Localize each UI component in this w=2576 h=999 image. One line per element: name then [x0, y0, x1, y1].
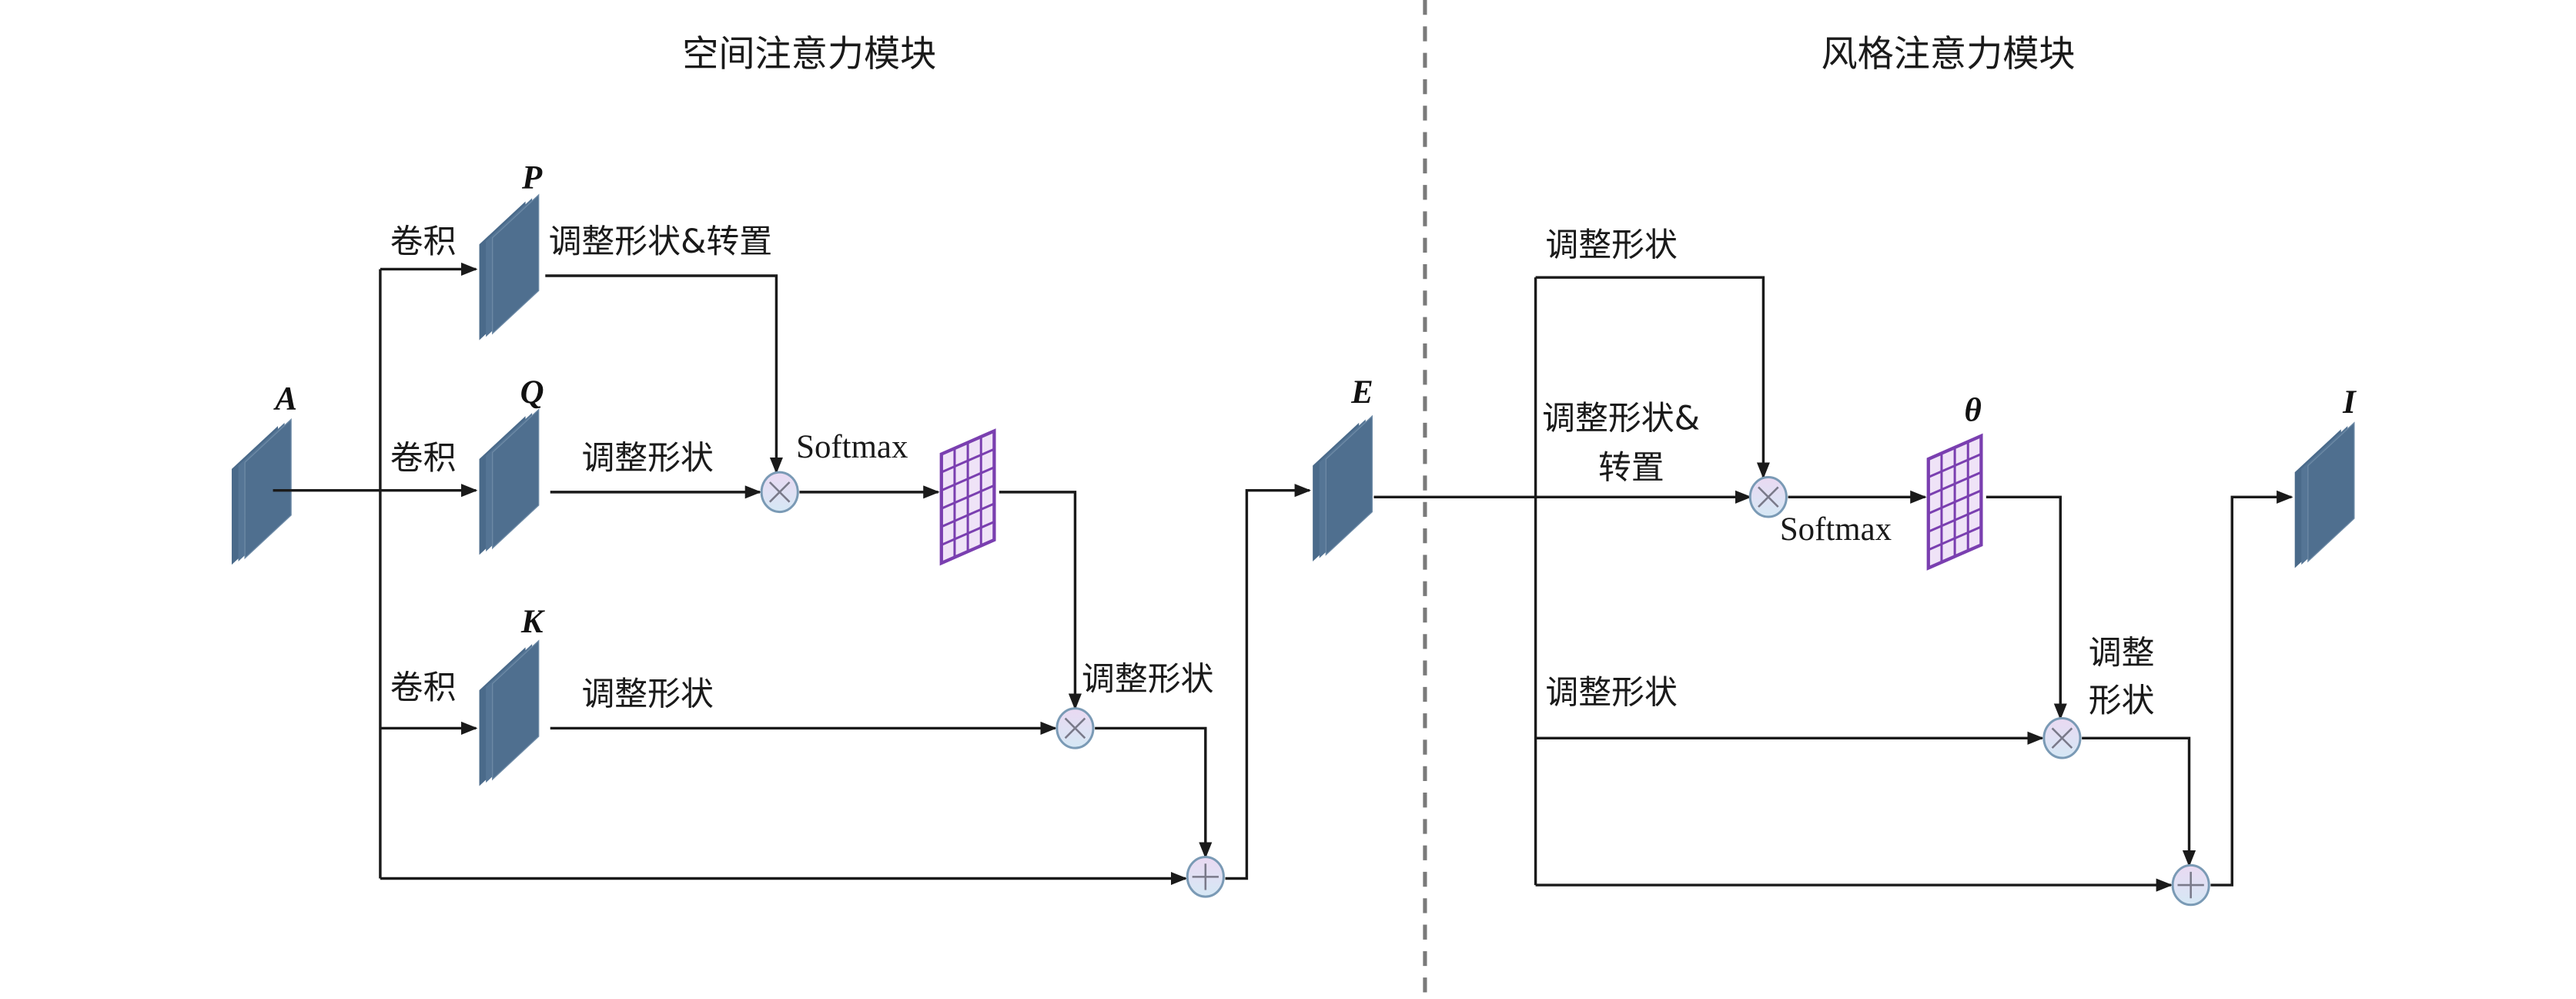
- multiply-operator-4: [2042, 717, 2082, 759]
- reshape-transpose-label-style-1: 调整形状&: [1542, 399, 1700, 437]
- tensor-i-feature-map: [2294, 422, 2355, 569]
- add-operator-spatial: [1186, 856, 1225, 898]
- tensor-p-label: P: [521, 159, 543, 196]
- edge-e-reshape-to-mult3: [1535, 276, 1770, 479]
- softmax-label-spatial: Softmax: [796, 429, 908, 465]
- reshape-q-label: 调整形状: [581, 439, 713, 478]
- edge-add-to-e: [1225, 484, 1312, 880]
- reshape-k-label: 调整形状: [581, 675, 713, 713]
- reshape-transpose-p-label: 调整形状&转置: [549, 223, 773, 261]
- edge-add-to-i: [2210, 490, 2293, 887]
- style-attention-map: [1929, 436, 1982, 568]
- tensor-e-label: E: [1350, 374, 1373, 411]
- spatial-attention-map: [942, 431, 995, 564]
- tensor-k-feature-map: [478, 640, 540, 787]
- edge-attention-to-mult2: [999, 491, 1082, 710]
- conv-p-label: 卷积: [390, 223, 457, 261]
- softmax-label-style: Softmax: [1780, 511, 1892, 548]
- edge-mult4-to-add: [2082, 736, 2196, 867]
- reshape-top-label-style: 调整形状: [1545, 226, 1677, 264]
- multiply-operator-2: [1055, 707, 1095, 749]
- edge-p-to-mult1: [545, 274, 783, 474]
- reshape-out-label-spatial: 调整形状: [1082, 660, 1213, 699]
- tensor-q-feature-map: [478, 409, 540, 555]
- tensor-a-feature-map: [231, 418, 292, 565]
- spatial-module-title: 空间注意力模块: [682, 33, 936, 75]
- multiply-operator-1: [760, 471, 799, 514]
- tensor-q-label: Q: [520, 374, 544, 411]
- conv-q-label: 卷积: [390, 439, 457, 478]
- tensor-e-feature-map: [1312, 415, 1373, 562]
- edge-theta-to-mult4: [1986, 495, 2067, 720]
- reshape-out-label-style-2: 形状: [2089, 682, 2155, 720]
- tensor-i-label: I: [2342, 384, 2357, 421]
- tensor-a-label: A: [273, 381, 297, 417]
- style-module-title: 风格注意力模块: [1821, 33, 2075, 75]
- tensor-k-label: K: [520, 604, 545, 640]
- reshape-transpose-label-style-2: 转置: [1598, 449, 1664, 488]
- edge-mult2-to-add: [1095, 726, 1213, 859]
- conv-k-label: 卷积: [390, 669, 457, 707]
- add-operator-style: [2171, 863, 2210, 907]
- reshape-out-label-style-1: 调整: [2089, 634, 2155, 672]
- tensor-p-feature-map: [478, 194, 540, 341]
- reshape-bottom-label-style: 调整形状: [1545, 673, 1677, 712]
- multiply-operator-3: [1748, 476, 1788, 518]
- tensor-theta-label: θ: [1965, 393, 1982, 429]
